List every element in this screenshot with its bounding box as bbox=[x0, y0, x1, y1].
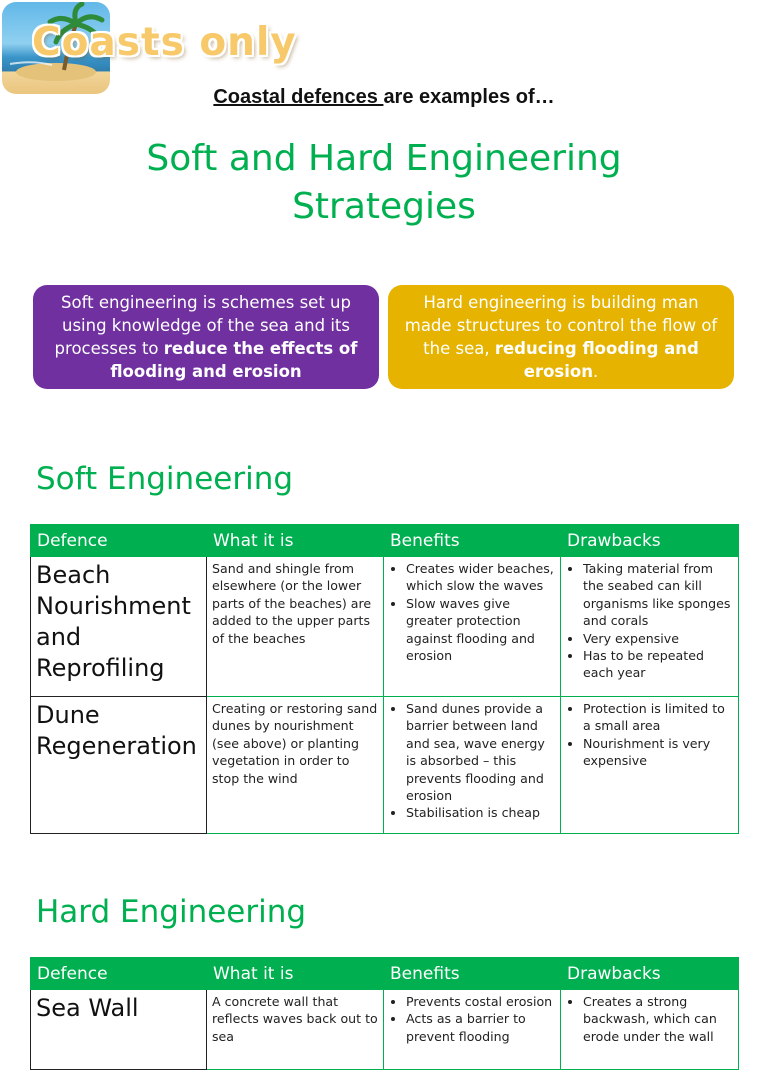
benefits-cell: Sand dunes provide a barrier between lan… bbox=[383, 696, 561, 834]
list-item: Creates wider beaches, which slow the wa… bbox=[406, 560, 555, 595]
title-line-1: Soft and Hard Engineering bbox=[146, 138, 622, 179]
drawbacks-cell: Taking material from the seabed can kill… bbox=[560, 556, 739, 697]
logo-title: Coasts only bbox=[32, 20, 297, 65]
table-row: Beach Nourishment and Reprofiling Sand a… bbox=[30, 556, 739, 697]
table-row: Sea Wall A concrete wall that reflects w… bbox=[30, 989, 739, 1070]
page-title: Soft and Hard Engineering Strategies bbox=[0, 135, 768, 231]
hard-engineering-box: Hard engineering is building man made st… bbox=[388, 285, 734, 389]
soft-engineering-table: Defence What it is Benefits Drawbacks Be… bbox=[30, 524, 739, 834]
what-it-is-cell: Sand and shingle from elsewhere (or the … bbox=[206, 556, 384, 697]
header-benefits: Benefits bbox=[383, 957, 561, 990]
soft-engineering-heading: Soft Engineering bbox=[36, 461, 294, 497]
drawbacks-cell: Creates a strong backwash, which can ero… bbox=[560, 989, 739, 1070]
intro-rest: are examples of… bbox=[383, 86, 555, 108]
hard-engineering-table: Defence What it is Benefits Drawbacks Se… bbox=[30, 957, 739, 1070]
list-item: Protection is limited to a small area bbox=[583, 700, 733, 735]
drawbacks-cell: Protection is limited to a small area No… bbox=[560, 696, 739, 834]
table-header-row: Defence What it is Benefits Drawbacks bbox=[30, 524, 739, 557]
header-what-it-is: What it is bbox=[206, 524, 384, 557]
soft-engineering-box: Soft engineering is schemes set up using… bbox=[33, 285, 379, 389]
benefits-cell: Creates wider beaches, which slow the wa… bbox=[383, 556, 561, 697]
hard-box-end: . bbox=[592, 362, 599, 381]
header-defence: Defence bbox=[30, 524, 207, 557]
soft-box-text: Soft engineering is schemes set up using… bbox=[54, 293, 351, 358]
list-item: Acts as a barrier to prevent flooding bbox=[406, 1010, 555, 1045]
header-drawbacks: Drawbacks bbox=[560, 957, 739, 990]
soft-box-bold: reduce the effects of flooding and erosi… bbox=[110, 339, 358, 381]
intro-line: Coastal defences are examples of… bbox=[0, 86, 768, 109]
palm-tree-icon bbox=[9, 2, 105, 81]
coasts-logo bbox=[2, 2, 110, 94]
header-benefits: Benefits bbox=[383, 524, 561, 557]
what-it-is-cell: Creating or restoring sand dunes by nour… bbox=[206, 696, 384, 834]
table-header-row: Defence What it is Benefits Drawbacks bbox=[30, 957, 739, 990]
defence-name: Beach Nourishment and Reprofiling bbox=[30, 556, 207, 697]
benefits-cell: Prevents costal erosion Acts as a barrie… bbox=[383, 989, 561, 1070]
list-item: Creates a strong backwash, which can ero… bbox=[583, 993, 733, 1045]
header-defence: Defence bbox=[30, 957, 207, 990]
list-item: Nourishment is very expensive bbox=[583, 735, 733, 770]
hard-box-text: Hard engineering is building man made st… bbox=[404, 293, 718, 358]
list-item: Stabilisation is cheap bbox=[406, 804, 555, 821]
list-item: Slow waves give greater protection again… bbox=[406, 595, 555, 665]
hard-box-bold: reducing flooding and erosion bbox=[494, 339, 699, 381]
list-item: Sand dunes provide a barrier between lan… bbox=[406, 700, 555, 804]
defence-name: Dune Regeneration bbox=[30, 696, 207, 834]
list-item: Has to be repeated each year bbox=[583, 647, 733, 682]
table-row: Dune Regeneration Creating or restoring … bbox=[30, 696, 739, 834]
intro-underlined: Coastal defences bbox=[213, 86, 384, 108]
header-drawbacks: Drawbacks bbox=[560, 524, 739, 557]
title-line-2: Strategies bbox=[292, 186, 476, 227]
defence-name: Sea Wall bbox=[30, 989, 207, 1070]
list-item: Prevents costal erosion bbox=[406, 993, 555, 1010]
what-it-is-cell: A concrete wall that reflects waves back… bbox=[206, 989, 384, 1070]
list-item: Taking material from the seabed can kill… bbox=[583, 560, 733, 630]
header-what-it-is: What it is bbox=[206, 957, 384, 990]
list-item: Very expensive bbox=[583, 630, 733, 647]
hard-engineering-heading: Hard Engineering bbox=[36, 894, 307, 930]
